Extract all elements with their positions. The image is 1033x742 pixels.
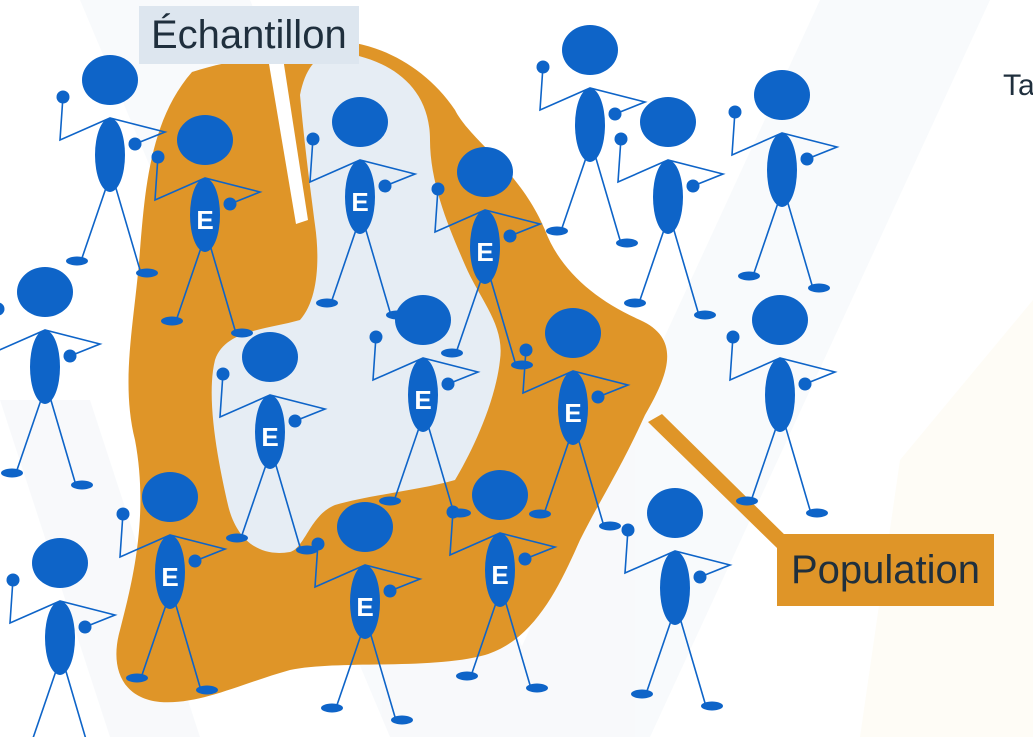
person	[536, 25, 648, 248]
sampled-person: E	[431, 147, 543, 370]
sample-marker: E	[261, 422, 278, 452]
sample-marker: E	[414, 385, 431, 415]
sampled-person: E	[446, 470, 558, 693]
sampled-person: E	[216, 332, 328, 555]
sample-marker: E	[564, 398, 581, 428]
sample-marker: E	[161, 562, 178, 592]
sample-marker: E	[356, 592, 373, 622]
person	[728, 70, 840, 293]
person	[726, 295, 838, 518]
sample-marker: E	[196, 205, 213, 235]
sample-pointer	[268, 58, 308, 224]
people-group: E E E E E E E E E	[0, 25, 840, 742]
cut-off-text: Ta	[1003, 69, 1033, 102]
person	[56, 55, 168, 278]
sample-label: Échantillon	[139, 6, 359, 64]
sampled-person: E	[369, 295, 481, 518]
sampled-person: E	[116, 472, 228, 695]
sampled-person: E	[306, 97, 418, 320]
population-label: Population	[777, 534, 995, 606]
person	[621, 488, 733, 711]
sample-marker: E	[476, 237, 493, 267]
background-watermark-warm	[860, 300, 1033, 737]
person	[0, 267, 103, 490]
sample-marker: E	[351, 187, 368, 217]
sampled-person: E	[519, 308, 631, 531]
population-pointer	[648, 414, 790, 548]
person	[614, 97, 726, 320]
sampled-person: E	[151, 115, 263, 338]
sample-marker: E	[491, 560, 508, 590]
sampled-person: E	[311, 502, 423, 725]
